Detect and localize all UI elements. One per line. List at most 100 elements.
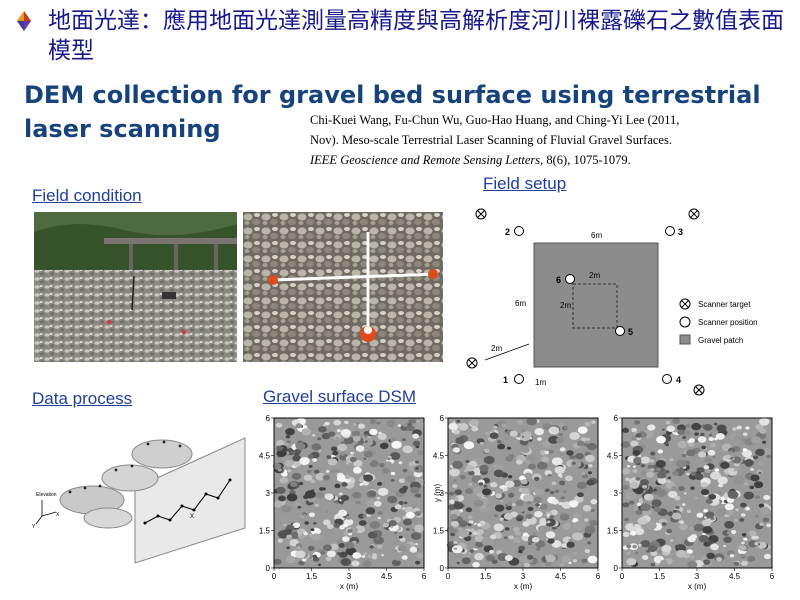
dsm-gravel-mark: [453, 547, 458, 551]
dsm-gravel-mark: [572, 559, 578, 563]
dsm-gravel-mark: [314, 503, 319, 507]
scanner-target-icon: [475, 208, 487, 220]
dsm-gravel-mark: [548, 435, 560, 444]
dsm-gravel-mark: [365, 507, 376, 515]
dsm-gravel-mark: [526, 417, 537, 426]
dsm-gravel-mark: [472, 561, 480, 568]
dsm-gravel-mark: [545, 518, 556, 527]
dsm-x-tick-label: 0: [446, 572, 451, 581]
dsm-gravel-mark: [379, 442, 389, 450]
dsm-gravel-mark: [628, 500, 635, 505]
dsm-gravel-mark: [633, 523, 642, 530]
dsm-gravel-mark: [344, 541, 355, 549]
dsm-gravel-mark: [452, 447, 461, 453]
dsm-gravel-mark: [464, 488, 473, 495]
dsm-gravel-mark: [494, 514, 498, 518]
legend-patch-label: Gravel patch: [698, 336, 743, 345]
dsm-gravel-mark: [297, 505, 302, 509]
dsm-gravel-mark: [579, 504, 584, 508]
dsm-gravel-mark: [503, 536, 508, 539]
dsm-gravel-mark: [376, 496, 381, 500]
dsm-gravel-mark: [461, 557, 471, 565]
dsm-gravel-mark: [715, 432, 725, 440]
dsm-gravel-mark: [342, 523, 349, 528]
dsm-gravel-mark: [750, 467, 754, 471]
dsm-gravel-mark: [637, 517, 648, 525]
dsm-gravel-mark: [638, 544, 642, 547]
dsm-gravel-mark: [563, 427, 567, 430]
dsm-gravel-mark: [296, 546, 301, 549]
dsm-gravel-mark: [576, 440, 585, 447]
dsm-x-tick-label: 4.5: [381, 572, 393, 581]
dsm-gravel-mark: [405, 475, 415, 483]
dsm-gravel-mark: [755, 423, 764, 431]
dsm-gravel-mark: [468, 520, 474, 524]
dsm-gravel-mark: [650, 562, 656, 567]
dsm-gravel-mark: [313, 469, 320, 474]
dsm-gravel-mark: [315, 491, 325, 499]
dsm-gravel-mark: [352, 552, 362, 559]
dsm-gravel-mark: [587, 555, 598, 564]
dsm-gravel-mark: [326, 524, 334, 529]
dsm-gravel-mark: [753, 481, 764, 489]
dsm-gravel-mark: [733, 561, 740, 566]
dsm-gravel-mark: [522, 431, 532, 438]
field-photo-riverbed: [34, 212, 237, 362]
dsm-gravel-mark: [706, 431, 710, 435]
dsm-gravel-mark: [748, 540, 758, 548]
dsm-gravel-mark: [333, 523, 341, 529]
dsm-gravel-mark: [571, 455, 577, 459]
dsm-gravel-mark: [549, 515, 555, 519]
dsm-gravel-mark: [474, 535, 484, 542]
dsm-gravel-mark: [535, 540, 546, 548]
citation-volume: , 8(6), 1075-1079.: [540, 153, 631, 167]
dsm-gravel-mark: [703, 465, 710, 470]
citation-line-1: Chi-Kuei Wang, Fu-Chun Wu, Guo-Hao Huang…: [310, 113, 680, 127]
dsm-gravel-mark: [734, 518, 738, 522]
dsm-gravel-mark: [573, 552, 578, 556]
scanner-position-5: [615, 326, 625, 336]
dsm-gravel-mark: [554, 489, 560, 494]
dsm-x-tick-label: 4.5: [555, 572, 567, 581]
dsm-gravel-mark: [279, 477, 289, 484]
dsm-gravel-mark: [561, 543, 568, 548]
dsm-gravel-mark: [465, 507, 473, 513]
dsm-gravel-mark: [580, 437, 587, 442]
dsm-gravel-mark: [741, 560, 748, 566]
dsm-gravel-mark: [714, 468, 720, 472]
dsm-gravel-mark: [558, 480, 566, 486]
dsm-gravel-mark: [762, 517, 770, 523]
dsm-gravel-mark: [311, 443, 322, 451]
dsm-gravel-mark: [754, 542, 759, 546]
dsm-gravel-mark: [340, 452, 346, 456]
dsm-gravel-mark: [410, 532, 422, 540]
dsm-gravel-mark: [622, 502, 630, 508]
dsm-gravel-mark: [456, 419, 461, 423]
dsm-gravel-mark: [590, 499, 598, 505]
dsm-gravel-mark: [448, 491, 455, 496]
dsm-gravel-mark: [307, 545, 315, 551]
dsm-gravel-mark: [748, 530, 757, 537]
dsm-gravel-mark: [641, 555, 649, 560]
dsm-gravel-mark: [694, 473, 704, 481]
dsm-gravel-mark: [493, 425, 498, 429]
dsm-gravel-mark: [417, 450, 424, 456]
dsm-gravel-mark: [500, 499, 504, 503]
dsm-gravel-mark: [493, 523, 504, 532]
dsm-gravel-mark: [308, 533, 313, 537]
dsm-gravel-mark: [690, 471, 697, 477]
dsm-gravel-mark: [453, 429, 460, 435]
dsm-gravel-mark: [741, 449, 753, 458]
dsm-gravel-mark: [693, 523, 704, 532]
dsm-gravel-mark: [351, 430, 361, 437]
dsm-gravel-mark: [716, 424, 727, 432]
dsm-gravel-mark: [706, 552, 715, 560]
dsm-gravel-mark: [558, 433, 563, 437]
dsm-gravel-mark: [693, 439, 699, 443]
dsm-gravel-mark: [394, 556, 402, 561]
dsm-gravel-mark: [672, 418, 681, 425]
dsm-gravel-mark: [283, 523, 288, 527]
dsm-gravel-mark: [312, 556, 320, 562]
dsm-gravel-mark: [277, 495, 286, 502]
dsm-gravel-mark: [656, 471, 667, 479]
